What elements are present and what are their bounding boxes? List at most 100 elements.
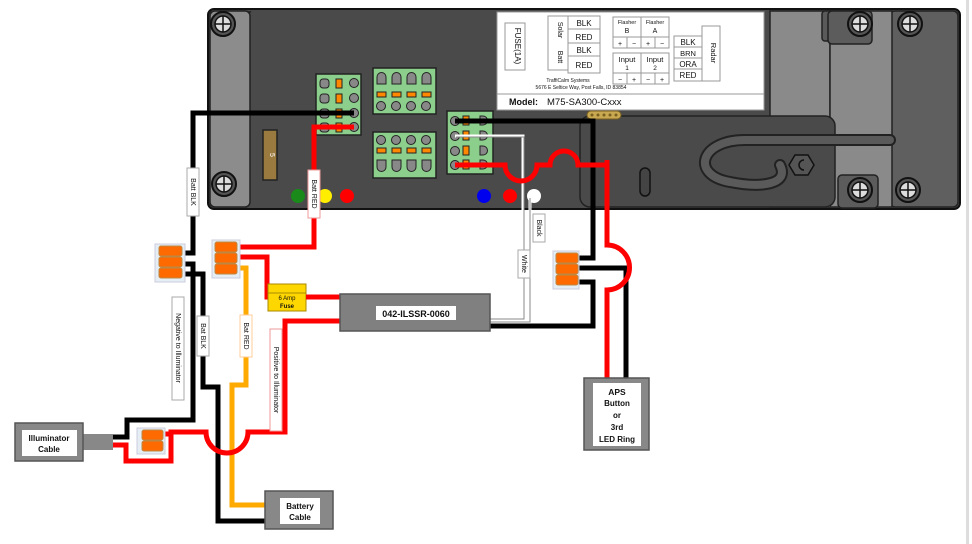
wago-connector-middle <box>211 239 241 279</box>
radar-wire-2: ORA <box>679 60 697 69</box>
label-model-title: Model: <box>509 97 538 107</box>
battery-cable: Battery Cable <box>264 490 334 530</box>
wire-bat-blk-lower <box>183 271 265 524</box>
wire-bat-red-lower <box>229 265 265 508</box>
wire-aps-red <box>604 160 632 380</box>
label-batt-blk: BLK <box>576 46 592 55</box>
aps-box: APS Button or 3rd LED Ring <box>583 377 650 451</box>
label-fuse: FUSE(1A) <box>513 28 522 65</box>
aps-line-4: LED Ring <box>599 435 635 444</box>
label-positive-illuminator-box: Positive to Illuminator <box>269 328 283 432</box>
input-pol-3: + <box>660 77 664 84</box>
label-model-value: M75-SA300-Cxxx <box>547 97 622 108</box>
wago-connector-left <box>154 243 186 283</box>
label-batt-red-top: Batt RED <box>310 179 317 208</box>
flasher-pol-3: − <box>660 41 664 48</box>
radar-wire-1: BRN <box>680 49 696 58</box>
battery-line1: Battery <box>286 502 314 511</box>
onboard-fuse-value: 5 <box>268 153 275 157</box>
label-input2-title: Input <box>647 55 665 64</box>
flasher-pol-0: + <box>618 41 622 48</box>
label-black: Black <box>535 219 542 237</box>
label-batt: Batt <box>556 51 563 64</box>
input-pol-2: − <box>646 77 650 84</box>
input-pol-1: + <box>632 77 636 84</box>
screw-top-right-b <box>897 11 923 37</box>
illuminator-cable: Illuminator Cable <box>14 422 113 462</box>
label-negative-illuminator-box: Negative to Illuminator <box>171 296 185 401</box>
label-radar: Radar <box>709 43 718 64</box>
illuminator-line1: Illuminator <box>29 434 70 443</box>
aps-line-1: Button <box>604 399 630 408</box>
label-flasher-a-letter: A <box>653 28 658 35</box>
aps-line-2: or <box>613 411 621 420</box>
led-red-right <box>503 189 517 203</box>
screw-bottom-right-a <box>847 177 873 203</box>
battery-line2: Cable <box>289 513 311 522</box>
label-positive-illuminator: Positive to Illuminator <box>272 347 279 414</box>
terminal-block-3 <box>372 131 437 179</box>
label-batt-red-top-box: Batt RED <box>307 169 321 219</box>
label-flasher-b-title: Flasher <box>618 20 637 26</box>
label-batt-blk-top-box: Batt BLK <box>186 167 200 217</box>
screw-bottom-left <box>211 171 237 197</box>
fuse-6a-line2: Fuse <box>280 304 295 310</box>
led-red-left <box>340 189 354 203</box>
label-bat-blk-lower: Bat BLK <box>199 323 206 349</box>
label-white-box: White <box>517 249 531 279</box>
wire-aps-black <box>577 265 629 380</box>
ssr-module: 042-ILSSR-0060 <box>339 293 491 332</box>
label-flasher-a-title: Flasher <box>646 20 665 26</box>
flasher-pol-2: + <box>646 41 650 48</box>
radar-wire-0: BLK <box>680 38 696 47</box>
onboard-fuse: 5 <box>262 129 278 181</box>
label-solar-blk: BLK <box>576 19 592 28</box>
fuse-6a-line1: 6 Amp <box>278 296 296 302</box>
led-yellow <box>318 189 332 203</box>
wire-tb4-red <box>455 148 607 184</box>
wire-ssr-black-out <box>488 279 596 329</box>
label-white: White <box>520 255 527 273</box>
led-blue <box>477 189 491 203</box>
label-black-box: Black <box>532 213 546 243</box>
terminal-block-2 <box>372 67 437 115</box>
label-batt-red: RED <box>576 61 593 70</box>
wire-negative-illuminator <box>105 261 196 440</box>
wago-connector-illuminator <box>136 427 166 455</box>
label-input2-num: 2 <box>653 65 657 72</box>
cable-gland-icon <box>699 134 896 191</box>
screw-top-left <box>210 11 236 37</box>
label-solar-red: RED <box>576 33 593 42</box>
label-bat-blk-lower-box: Bat BLK <box>196 315 210 357</box>
label-negative-illuminator: Negative to Illuminator <box>174 313 181 383</box>
ssr-part-number: 042-ILSSR-0060 <box>382 309 450 319</box>
input-pol-0: − <box>618 77 622 84</box>
screw-bottom-right-b <box>895 177 921 203</box>
wago-connector-right <box>552 250 580 290</box>
label-bat-red-lower-box: Bat RED <box>239 314 253 358</box>
label-input1-num: 1 <box>625 65 629 72</box>
label-bat-red-lower: Bat RED <box>242 322 249 349</box>
inline-fuse-6a: 6 Amp Fuse <box>267 283 307 312</box>
page-edge-divider <box>966 0 969 544</box>
led-green <box>291 189 305 203</box>
illuminator-line2: Cable <box>38 445 60 454</box>
label-address: 5676 E Seltice Way, Post Falls, ID 83854 <box>536 85 627 91</box>
label-input1-title: Input <box>619 55 637 64</box>
label-flasher-b-letter: B <box>625 28 630 35</box>
aps-line-3: 3rd <box>611 423 624 432</box>
radar-wire-3: RED <box>680 71 697 80</box>
label-solar: Solar <box>556 22 563 39</box>
label-panel: FUSE(1A) Solar Batt BLK RED BLK RED Flas… <box>496 11 765 111</box>
wire-positive-illuminator <box>105 318 340 464</box>
housing-slot <box>639 167 651 197</box>
wire-tb4-black <box>455 118 596 261</box>
pin-header <box>586 110 622 120</box>
flasher-pol-1: − <box>632 41 636 48</box>
aps-line-0: APS <box>608 387 626 397</box>
label-company: TraffiCalm Systems <box>546 78 590 84</box>
wire-white <box>455 134 525 320</box>
screw-top-right-a <box>847 11 873 37</box>
label-batt-blk-top: Batt BLK <box>189 178 196 206</box>
